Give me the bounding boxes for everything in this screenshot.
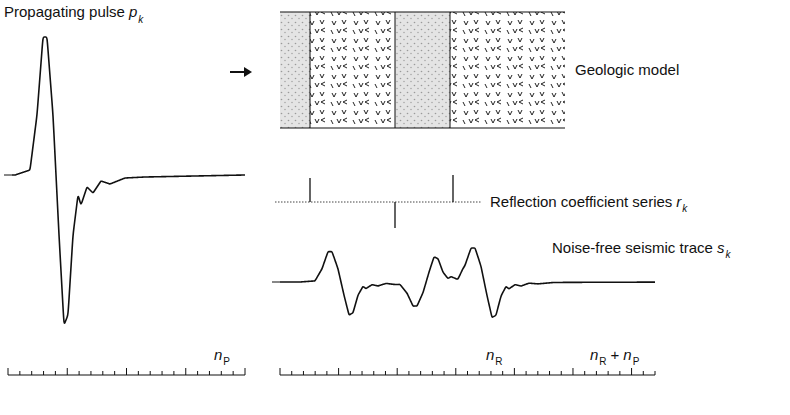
subscript: k — [725, 249, 730, 260]
row-label: Reflection coefficient series — [490, 194, 672, 211]
layer-label: Geologic model — [575, 62, 679, 79]
geologic-model — [280, 12, 565, 128]
symbol: r — [676, 194, 681, 211]
pulse-waveform — [12, 37, 245, 323]
axis-label: n — [486, 347, 494, 364]
symbol: p — [129, 4, 137, 21]
subscript: P — [633, 356, 640, 367]
axis-label: n — [623, 347, 631, 364]
subscript: R — [495, 356, 502, 367]
sample-axis — [8, 368, 655, 375]
reflection-series — [275, 175, 482, 228]
subscript: P — [223, 356, 230, 367]
panel-title: Propagating pulse — [4, 4, 125, 21]
operator: + — [611, 347, 620, 364]
row-label: Noise-free seismic trace — [552, 240, 713, 257]
axis-label: n — [590, 347, 598, 364]
subscript: k — [138, 14, 143, 25]
subscript: k — [682, 203, 687, 214]
seismic-trace — [280, 248, 655, 317]
symbol: s — [717, 240, 725, 257]
baseline-tick — [4, 175, 280, 282]
direction-arrow — [230, 67, 252, 77]
subscript: R — [599, 356, 606, 367]
axis-label: n — [214, 347, 222, 364]
